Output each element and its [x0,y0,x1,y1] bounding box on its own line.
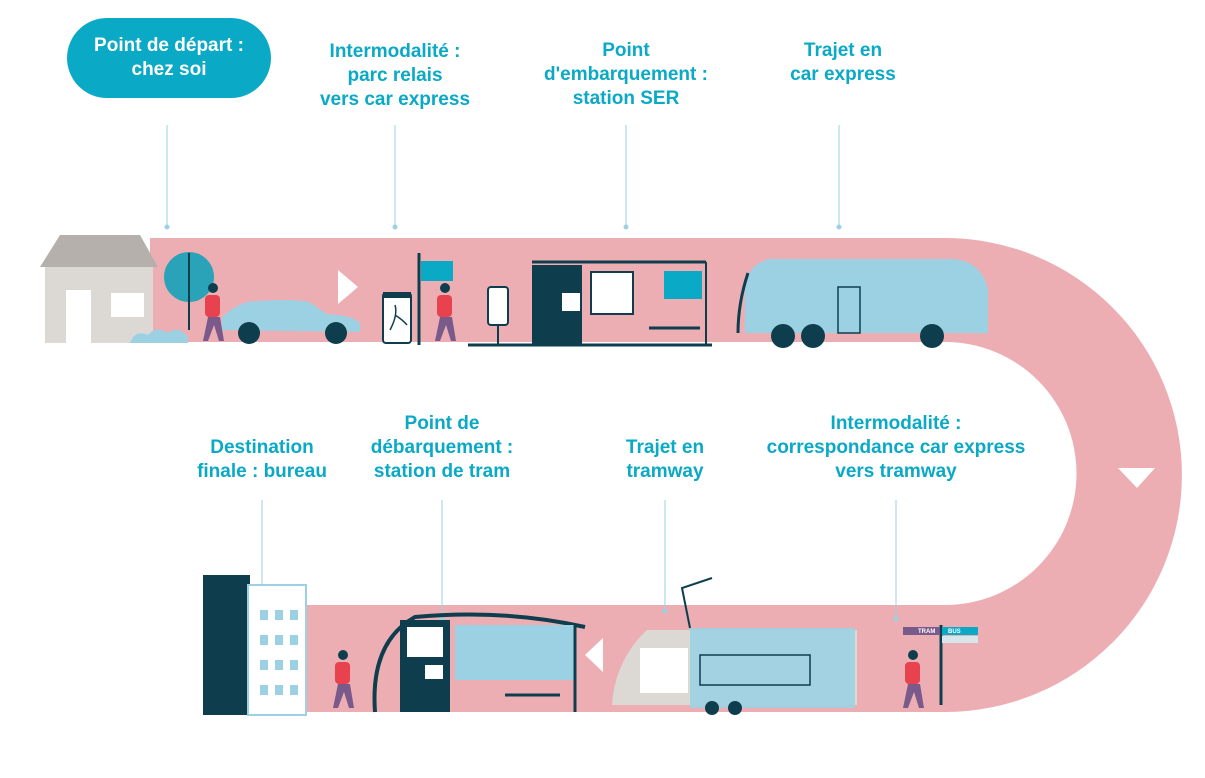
step-label-line: vers car express [319,89,471,110]
step-tram-trip-label: Trajet en tramway [626,436,704,484]
step-park-and-ride-label: Intermodalité : parc relais vers car exp… [320,40,470,112]
step-label-line: débarquement : [370,437,514,458]
bus-station-icon [468,260,712,347]
tram-station-icon [372,612,586,713]
arrow-left-icon [585,638,603,672]
pedestrian-icon [203,283,224,341]
tram-bus-sign-icon: TRAM BUS [903,625,978,705]
step-label-line: vers tramway [835,461,957,482]
step-destination-label: Destination finale : bureau [197,436,327,484]
step-boarding-label: Point d'embarquement : station SER [544,39,708,111]
tree-icon [164,252,214,330]
express-coach-icon [736,259,988,348]
step-label-line: Trajet en [625,437,705,458]
journey-path [150,238,1182,712]
step-label-line: correspondance car express [766,437,1026,458]
step-alighting-label: Point de débarquement : station de tram [371,412,514,484]
step-label-line: parc relais [347,65,443,86]
sign-bus-label: BUS [948,629,961,635]
pedestrian-icon [333,650,354,708]
tramway-icon [612,577,857,715]
pedestrian-icon [903,650,924,708]
step-label-line: d'embarquement : [544,64,708,85]
pedestrian-icon [435,283,456,341]
step-label-line: Point de départ : [94,35,244,56]
step-label-line: Destination [210,437,314,458]
step-label-line: tramway [626,461,704,482]
step-label-line: station de tram [373,461,511,482]
step-label-line: Point [602,40,650,61]
house-icon [40,235,188,343]
sign-tram-label: TRAM [918,629,935,635]
step-label-line: finale : bureau [197,461,327,482]
park-and-ride-sign-icon [382,253,453,345]
step-label-line: Intermodalité : [329,41,461,62]
office-building-icon [203,575,307,716]
step-label-line: Intermodalité : [830,413,962,434]
step-label-line: Trajet en [803,40,883,61]
step-label-line: car express [790,64,896,85]
step-label-line: station SER [572,88,680,109]
arrow-down-icon [1118,468,1155,488]
step-label-line: Point de [404,413,480,434]
step-coach-trip-label: Trajet en car express [790,39,896,87]
leader-lines [164,125,899,622]
car-icon [222,300,360,344]
step-label-line: chez soi [131,59,207,80]
arrow-right-icon [338,270,358,304]
step-start-home-badge: Point de départ : chez soi [67,18,271,98]
step-transfer-label: Intermodalité : correspondance car expre… [767,412,1026,484]
